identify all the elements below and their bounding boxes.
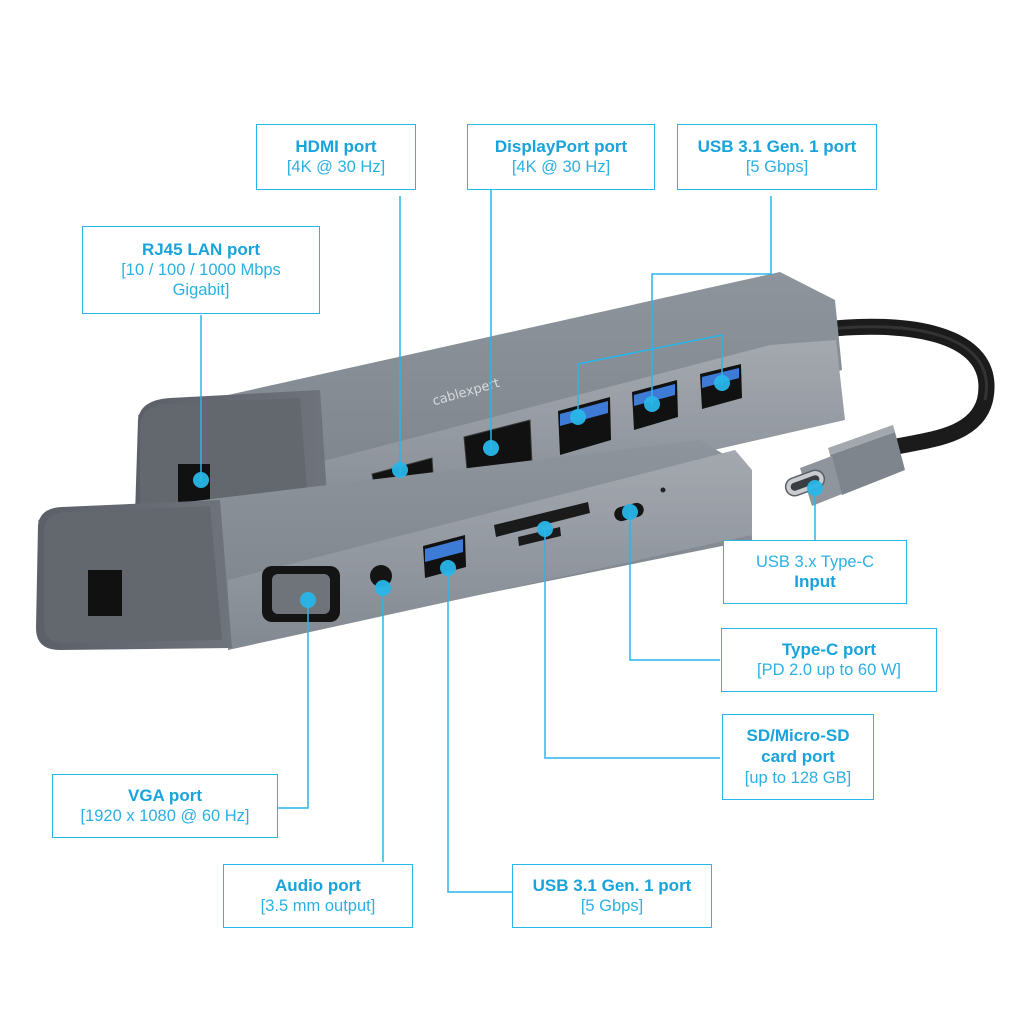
rj45-port-lower	[88, 570, 122, 616]
lower-hub-body	[36, 440, 752, 650]
callout-audio: Audio port [3.5 mm output]	[223, 864, 413, 928]
callout-spec: [3.5 mm output]	[260, 897, 376, 916]
callout-title: VGA port	[128, 785, 202, 805]
callout-title: Input	[794, 571, 836, 591]
callout-spec: [up to 128 GB]	[744, 768, 852, 787]
callout-sd-card: SD/Micro-SD card port [up to 128 GB]	[722, 714, 874, 800]
callout-title: USB 3.1 Gen. 1 port	[532, 875, 692, 895]
callout-lines	[200, 172, 816, 893]
callout-dots	[193, 375, 823, 608]
callout-title: Audio port	[275, 875, 361, 895]
callout-usb-top: USB 3.1 Gen. 1 port [5 Gbps]	[677, 124, 877, 190]
callout-typec-port: Type-C port [PD 2.0 up to 60 W]	[721, 628, 937, 692]
callout-vga: VGA port [1920 x 1080 @ 60 Hz]	[52, 774, 278, 838]
callout-spec-line2: Gigabit]	[172, 281, 230, 300]
callout-displayport: DisplayPort port [4K @ 30 Hz]	[467, 124, 655, 190]
callout-spec: [1920 x 1080 @ 60 Hz]	[80, 807, 250, 826]
callout-typec-input: USB 3.x Type-C Input	[723, 540, 907, 604]
callout-spec: [5 Gbps]	[580, 897, 644, 916]
callout-title: HDMI port	[295, 136, 377, 156]
callout-title: Type-C port	[781, 639, 877, 659]
callout-title: USB 3.1 Gen. 1 port	[697, 136, 857, 156]
callout-line1: USB 3.x Type-C	[756, 552, 874, 571]
callout-spec-line1: [10 / 100 / 1000 Mbps	[121, 261, 281, 280]
callout-spec: [4K @ 30 Hz]	[511, 158, 611, 177]
callout-title: RJ45 LAN port	[141, 239, 261, 259]
sd-card-slot	[494, 502, 590, 537]
callout-title-line1: SD/Micro-SD	[746, 726, 850, 746]
callout-usb-bottom: USB 3.1 Gen. 1 port [5 Gbps]	[512, 864, 712, 928]
callout-hdmi: HDMI port [4K @ 30 Hz]	[256, 124, 416, 190]
callout-spec: [5 Gbps]	[745, 158, 809, 177]
status-led	[660, 487, 666, 493]
callout-title-line2: card port	[761, 746, 835, 766]
callout-spec: [PD 2.0 up to 60 W]	[757, 661, 901, 680]
callout-spec: [4K @ 30 Hz]	[286, 158, 386, 177]
callout-title: DisplayPort port	[494, 136, 628, 156]
callout-rj45: RJ45 LAN port [10 / 100 / 1000 Mbps Giga…	[82, 226, 320, 314]
